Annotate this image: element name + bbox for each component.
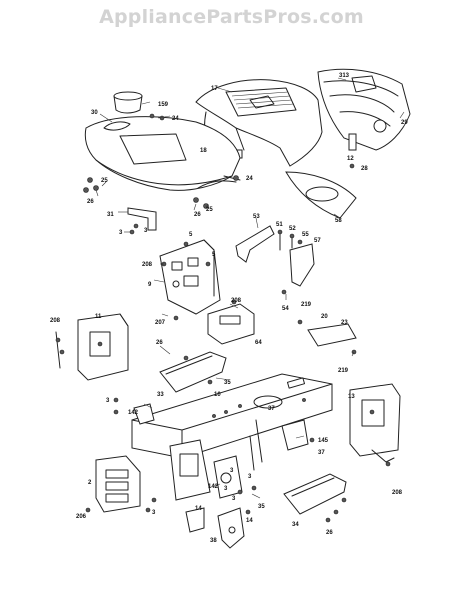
callout-25-mid: 25 — [206, 207, 213, 213]
callout-208-right: 208 — [392, 490, 403, 496]
callout-25-left: 25 — [101, 178, 108, 184]
callout-3-e: 3 — [152, 510, 156, 516]
callout-55: 55 — [302, 232, 309, 238]
callout-24-top: 24 — [172, 116, 179, 122]
callout-12: 12 — [347, 156, 354, 162]
callout-208-mid: 208 — [231, 298, 242, 304]
chassis-frame — [131, 373, 333, 501]
callout-208-farleft: 208 — [50, 318, 61, 324]
callout-5-top: 5 — [189, 232, 193, 238]
bracket-31 — [127, 207, 157, 231]
callout-3-f: 3 — [144, 228, 148, 234]
footrest-34 — [283, 473, 347, 523]
callout-26-bottom: 26 — [326, 530, 333, 536]
dash-mount-part — [159, 239, 221, 315]
callout-35-bottom: 35 — [258, 504, 265, 510]
callout-51: 51 — [276, 222, 283, 228]
part-142a — [133, 403, 155, 425]
screws-dash — [83, 113, 239, 209]
bracket-12 — [348, 133, 357, 151]
callout-30: 30 — [91, 110, 98, 116]
hood-part — [195, 79, 323, 167]
side-panel-part — [317, 68, 411, 151]
callout-37-right: 37 — [318, 450, 325, 456]
callout-33: 33 — [157, 392, 164, 398]
dash-panel-part — [84, 116, 241, 191]
callout-29: 29 — [401, 120, 408, 126]
callout-34: 34 — [292, 522, 299, 528]
callout-20: 20 — [321, 314, 328, 320]
callout-10: 10 — [214, 392, 221, 398]
callout-2: 2 — [88, 480, 92, 486]
callout-145: 145 — [318, 438, 329, 444]
callout-31: 31 — [107, 212, 114, 218]
screws-3 — [129, 229, 257, 513]
screw-28 — [349, 163, 355, 169]
footrest-33 — [159, 351, 227, 393]
callout-206: 206 — [76, 514, 87, 520]
front-plate-2 — [85, 455, 157, 513]
callout-219-bottom: 219 — [338, 368, 349, 374]
callout-208-left: 208 — [142, 262, 153, 268]
callout-13: 13 — [348, 394, 355, 400]
small-parts-51-57 — [277, 229, 315, 295]
callout-26-left: 26 — [87, 199, 94, 205]
callout-53: 53 — [253, 214, 260, 220]
callout-26-foot: 26 — [156, 340, 163, 346]
callout-35-top: 35 — [224, 380, 231, 386]
callout-9: 9 — [148, 282, 152, 288]
leader-lines — [95, 77, 405, 499]
callout-52: 52 — [289, 226, 296, 232]
callout-14-left: 14 — [195, 506, 202, 512]
callout-142-bottom: 142 — [208, 484, 219, 490]
callout-5-right: 5 — [212, 252, 216, 258]
callout-313: 313 — [339, 73, 350, 79]
callout-57: 57 — [314, 238, 321, 244]
callout-3-a: 3 — [119, 230, 123, 236]
site-watermark-title: AppliancePartsPros.com — [99, 6, 364, 28]
rod-37b — [249, 435, 255, 471]
callout-58: 58 — [335, 218, 342, 224]
callout-54: 54 — [282, 306, 289, 312]
bracket-53 — [235, 225, 275, 263]
callout-24-right: 24 — [246, 176, 253, 182]
callout-3-c: 3 — [224, 486, 228, 492]
side-panel-13 — [349, 383, 401, 467]
callout-3-h: 3 — [230, 468, 234, 474]
callout-3-d: 3 — [232, 496, 236, 502]
callout-3-g: 3 — [248, 474, 252, 480]
brackets-14-38 — [185, 507, 251, 549]
callout-38: 38 — [210, 538, 217, 544]
side-panel-11 — [55, 313, 129, 381]
callout-23: 23 — [341, 320, 348, 326]
callout-17: 17 — [211, 86, 218, 92]
callout-207: 207 — [155, 320, 166, 326]
callout-14-right: 14 — [246, 518, 253, 524]
callout-3-b: 3 — [106, 398, 110, 404]
rod-37 — [255, 419, 263, 463]
callout-11: 11 — [95, 314, 102, 320]
callout-18: 18 — [200, 148, 207, 154]
callout-37-top: 37 — [268, 406, 275, 412]
callout-159: 159 — [158, 102, 169, 108]
callout-219-top: 219 — [301, 302, 312, 308]
bracket-20 — [307, 323, 357, 347]
callout-28: 28 — [361, 166, 368, 172]
callout-64: 64 — [255, 340, 262, 346]
callout-142-top: 142 — [128, 410, 139, 416]
callout-26-mid: 26 — [194, 212, 201, 218]
part-145 — [281, 419, 309, 451]
shield-58 — [285, 171, 357, 219]
